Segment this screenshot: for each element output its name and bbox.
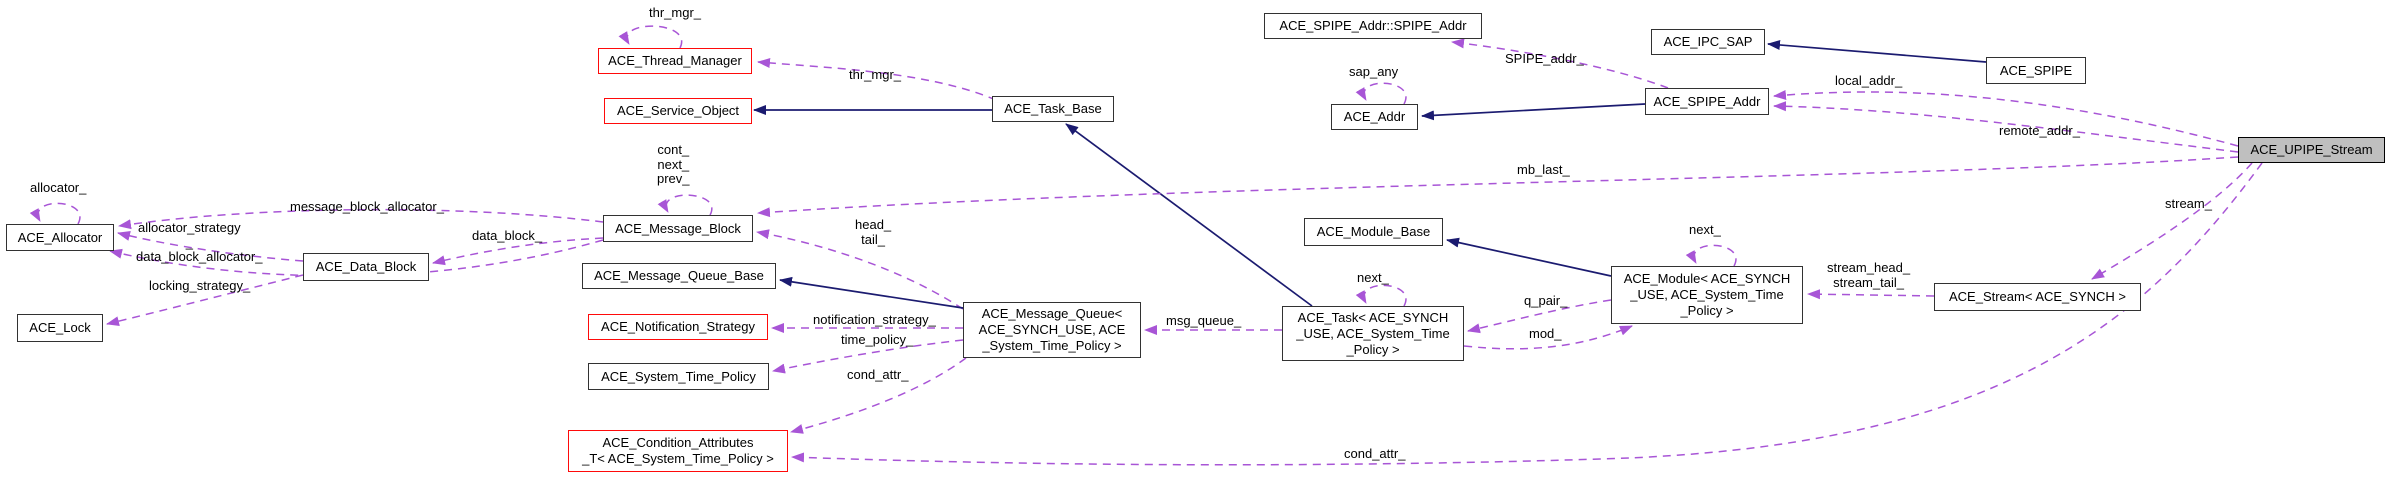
class-node-ace-module[interactable]: ACE_Module< ACE_SYNCH _USE, ACE_System_T…: [1611, 266, 1803, 324]
class-node-ace-spipe-addr[interactable]: ACE_SPIPE_Addr: [1645, 88, 1769, 115]
edge-inherit-spipe: [1767, 40, 1987, 63]
edge-message-block-allocator: [118, 208, 604, 230]
class-node-ace-spipe-addr-spipe-addr[interactable]: ACE_SPIPE_Addr::SPIPE_Addr: [1264, 13, 1482, 39]
class-node-ace-task[interactable]: ACE_Task< ACE_SYNCH _USE, ACE_System_Tim…: [1282, 306, 1464, 361]
edge-next-module-self: [1685, 244, 1737, 267]
edge-thr-mgr-self: [618, 25, 683, 49]
edge-remote-addr: [1773, 101, 2239, 153]
edge-stream: [2091, 162, 2253, 280]
edge-inherit-message-queue: [779, 276, 964, 309]
edge-thr-mgr: [757, 57, 997, 101]
edge-mb-last: [757, 156, 2239, 218]
class-node-ace-message-block[interactable]: ACE_Message_Block: [603, 215, 753, 242]
edge-data-block: [432, 237, 604, 266]
edge-cond-attr-queue: [790, 357, 967, 434]
edge-q-pair: [1467, 299, 1612, 334]
edge-inherit-spipe-addr: [1421, 103, 1646, 121]
class-node-ace-addr[interactable]: ACE_Addr: [1331, 104, 1418, 130]
edge-inherit-task: [1065, 123, 1313, 307]
edge-cont-next-prev-self: [657, 194, 713, 216]
class-node-ace-lock[interactable]: ACE_Lock: [17, 314, 103, 342]
edge-time-policy: [772, 339, 964, 374]
class-node-ace-spipe[interactable]: ACE_SPIPE: [1986, 57, 2086, 84]
class-node-ace-stream[interactable]: ACE_Stream< ACE_SYNCH >: [1934, 283, 2141, 311]
edge-allocator-strategy: [117, 231, 304, 262]
class-node-ace-ipc-sap[interactable]: ACE_IPC_SAP: [1651, 29, 1765, 55]
class-node-ace-message-queue-base[interactable]: ACE_Message_Queue_Base: [582, 263, 776, 289]
edge-mod: [1463, 325, 1633, 350]
edge-inherit-module: [1446, 237, 1612, 277]
edge-data-block-allocator: [109, 239, 604, 277]
class-node-ace-task-base[interactable]: ACE_Task_Base: [992, 96, 1114, 122]
class-node-ace-allocator[interactable]: ACE_Allocator: [6, 224, 114, 251]
edge-locking-strategy: [106, 274, 304, 327]
edge-sap-any-self: [1355, 82, 1407, 105]
class-node-ace-thread-manager[interactable]: ACE_Thread_Manager: [598, 48, 752, 74]
class-node-ace-condition-attributes-t[interactable]: ACE_Condition_Attributes _T< ACE_System_…: [568, 430, 788, 472]
edge-next-task-self: [1355, 284, 1407, 307]
class-node-ace-system-time-policy[interactable]: ACE_System_Time_Policy: [588, 363, 769, 390]
edge-stream-head-tail: [1807, 289, 1935, 300]
class-node-ace-message-queue[interactable]: ACE_Message_Queue< ACE_SYNCH_USE, ACE _S…: [963, 302, 1141, 358]
class-node-ace-data-block[interactable]: ACE_Data_Block: [303, 253, 429, 281]
class-node-ace-upipe-stream[interactable]: ACE_UPIPE_Stream: [2238, 137, 2385, 163]
class-node-ace-notification-strategy[interactable]: ACE_Notification_Strategy: [588, 314, 768, 340]
edge-head-tail: [756, 229, 964, 310]
class-node-ace-service-object[interactable]: ACE_Service_Object: [604, 98, 752, 124]
class-node-ace-module-base[interactable]: ACE_Module_Base: [1304, 218, 1443, 246]
edge-local-addr: [1773, 90, 2239, 147]
edge-spipe-addr: [1451, 38, 1669, 89]
edge-allocator-self: [29, 202, 81, 225]
